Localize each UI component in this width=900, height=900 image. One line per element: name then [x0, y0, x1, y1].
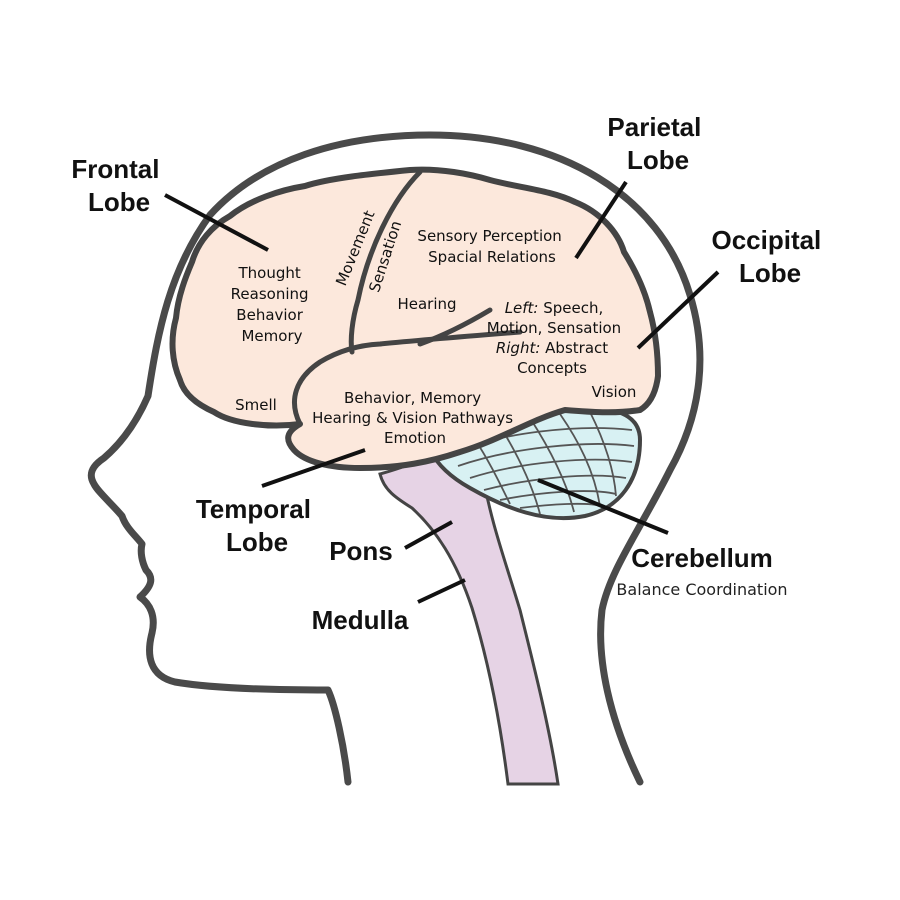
medulla-leader: [417, 578, 466, 604]
parietal-label: Parietal Lobe: [607, 112, 708, 175]
parietal-leader: [574, 180, 628, 260]
left-hemisphere-text: Left: Speech,: [505, 299, 604, 317]
hearing-text: Hearing: [397, 295, 456, 313]
frontal-functions: Thought Reasoning Behavior Memory: [231, 264, 314, 345]
right-hemisphere-text-line2: Concepts: [517, 359, 587, 377]
frontal-label: Frontal Lobe: [71, 154, 166, 217]
parietal-functions: Sensory Perception Spacial Relations: [417, 227, 566, 266]
temporal-leader: [261, 448, 366, 488]
medulla-label: Medulla: [312, 605, 409, 635]
pons-leader: [404, 520, 453, 550]
temporal-functions: Behavior, Memory Hearing & Vision Pathwa…: [312, 389, 518, 447]
pons-label: Pons: [329, 536, 393, 566]
central-sulcus: [348, 169, 423, 355]
hearing-fissure: [417, 307, 493, 347]
occipital-label: Occipital Lobe: [711, 225, 828, 288]
head-outline: [87, 131, 704, 786]
smell-text: Smell: [235, 396, 277, 414]
vision-text: Vision: [592, 383, 637, 401]
left-hemisphere-text-line2: Motion, Sensation: [487, 319, 621, 337]
right-hemisphere-text: Right: Abstract: [496, 339, 608, 357]
cerebellum-leader: [537, 478, 669, 535]
cerebellum-label: Cerebellum: [631, 543, 773, 573]
lateral-sulcus: [292, 329, 523, 427]
occipital-leader: [636, 270, 720, 350]
frontal-leader: [164, 193, 269, 252]
cerebellum-sublabel: Balance Coordination: [616, 580, 787, 599]
temporal-label: Temporal Lobe: [196, 494, 318, 557]
